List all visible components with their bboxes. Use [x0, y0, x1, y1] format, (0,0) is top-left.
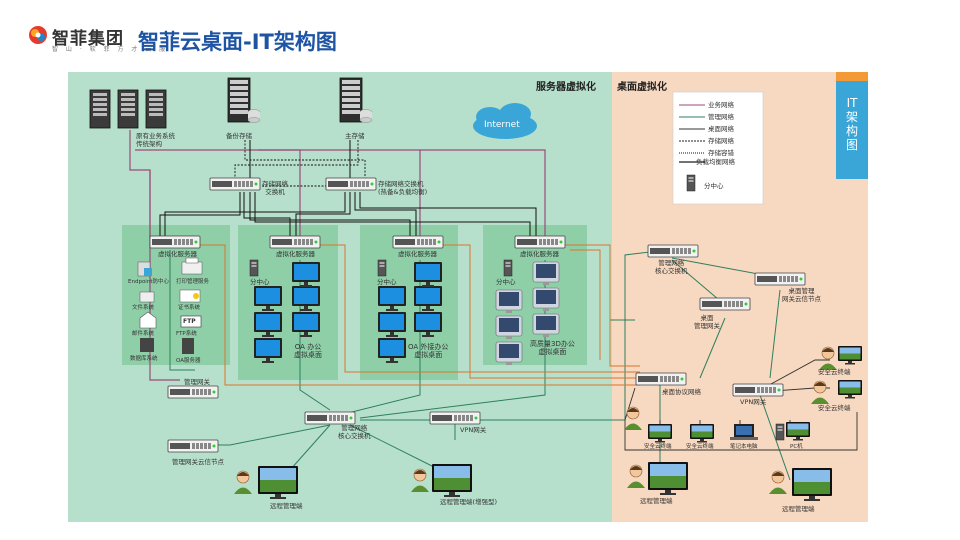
desktop-gateway-icon [699, 297, 751, 311]
internet-label: Internet [484, 120, 520, 130]
remote-mgmt-label: 远程管理端 [270, 502, 303, 510]
legend-label: 存储容错 [708, 149, 734, 157]
laptop-icon [730, 424, 758, 440]
database-system-label: 数据库系统 [130, 356, 158, 362]
virtualization-server-icon [514, 235, 566, 249]
desktop-monitor-icon [532, 287, 560, 312]
storage-dashed-lines [234, 140, 366, 187]
storage-switch-icon [325, 177, 377, 191]
endpoint-label: Endpoint防中心 [128, 279, 169, 285]
sub-center-label: 分中心 [250, 278, 270, 286]
desktop-protocol-lines [200, 244, 640, 386]
legend-label: 负载均衡网络 [696, 158, 735, 166]
virt-server-label: 虚拟化服务器 [276, 250, 315, 258]
legend-label: 业务网络 [708, 101, 734, 109]
pc-tower-icon [775, 423, 785, 441]
sub-center-icon [503, 259, 513, 277]
legacy-server-icon [145, 89, 167, 129]
vpn-gateway-icon [429, 411, 481, 425]
virt-server-label: 虚拟化服务器 [520, 250, 559, 258]
brand-name: 智菲集团 [52, 29, 124, 49]
storage-switch-icon [209, 177, 261, 191]
legend-label: 存储网络 [708, 137, 734, 145]
file-system-label: 文件系统 [132, 305, 155, 311]
storage-network-lines [159, 140, 537, 238]
legend-domain-controller: 分中心 [704, 182, 724, 190]
desktop-virtualization-label: 桌面虚拟化 [617, 82, 667, 93]
print-server-label: 打印管理服务 [176, 279, 210, 285]
remote-mgmt-label: 远程管理端 [640, 497, 673, 505]
sub-center-label: 分中心 [377, 278, 397, 286]
legacy-label: 原有业务系统 传统架构 [136, 132, 175, 148]
desktop-protocol-label: 桌面协议网络 [662, 388, 701, 396]
oa-system-label: OA服务器 [176, 358, 201, 364]
virt-server-label: 虚拟化服务器 [158, 250, 197, 258]
desktop-monitor-icon [532, 261, 560, 286]
storage-switch-label: 存储网络 交换机 [262, 180, 288, 196]
hq-3d-desktop-label: 高质量3D办公 虚拟桌面 [530, 340, 575, 356]
legend-lines [679, 104, 705, 163]
management-core-switch-icon [304, 411, 356, 425]
cert-system-label: 证书系统 [178, 305, 201, 311]
brand-subtitle: 智 山 · 软 菲 方 才 云 服 [52, 46, 169, 53]
gateway-node-icon [167, 439, 219, 453]
domain-controller-legend-icon [686, 174, 696, 192]
virt-server-label: 虚拟化服务器 [398, 250, 437, 258]
sub-center-label: 分中心 [496, 278, 516, 286]
vpn-gateway-icon [732, 383, 784, 397]
oa-lan-desktop-label: OA 外接办公 虚拟桌面 [408, 343, 449, 359]
logo-icon [29, 26, 47, 44]
ftp-system-label: FTP系统 [176, 331, 197, 337]
remote-mgmt-enhanced-label: 远程管理端(增强型) [440, 498, 498, 506]
remote-mgmt-label: 远程管理端 [782, 505, 815, 513]
legend-label: 桌面网络 [708, 125, 734, 133]
main-storage-label: 主存储 [345, 132, 365, 140]
terminal-label: 安全云终端 [686, 444, 714, 450]
side-tab [836, 72, 868, 179]
legacy-server-icon [89, 89, 111, 129]
desktop-monitor-icon [495, 289, 523, 314]
oa-desktop-label: OA 办公 虚拟桌面 [294, 343, 322, 359]
service-icons [137, 257, 203, 354]
legend-label: 管理网络 [708, 113, 734, 121]
desktop-gateway-label: 桌面 管理网关 [694, 314, 720, 330]
backup-storage-label: 备份存储 [226, 132, 252, 140]
desktop-core-switch-label: 管理网络 核心交换机 [655, 259, 688, 275]
secure-terminal-label: 安全云终端 [818, 368, 851, 376]
management-gateway-icon [167, 385, 219, 399]
desktop-gateway-node-label: 桌面管理 网关云信节点 [782, 287, 821, 303]
vpn-gateway-label: VPN网关 [460, 426, 487, 434]
desktop-monitor-icon [532, 313, 560, 338]
virtualization-server-icon [392, 235, 444, 249]
laptop-label: 笔记本电脑 [730, 444, 758, 450]
secure-terminal-label: 安全云终端 [818, 404, 851, 412]
sub-center-icon [249, 259, 259, 277]
side-tab-label: IT架构图 [845, 96, 858, 152]
legacy-server-icon [117, 89, 139, 129]
internet-cloud-icon [473, 103, 537, 139]
desktop-gateway-node-icon [754, 272, 806, 286]
virtualization-server-icon [269, 235, 321, 249]
virtualization-server-icon [149, 235, 201, 249]
sub-center-icon [377, 259, 387, 277]
desktop-protocol-gateway-icon [635, 372, 687, 386]
desktop-core-switch-icon [647, 244, 699, 258]
terminal-label: 安全云终端 [644, 444, 672, 450]
server-virtualization-label: 服务器虚拟化 [536, 82, 596, 93]
page-title: 智菲云桌面-IT架构图 [138, 30, 337, 54]
mail-system-label: 邮件系统 [132, 331, 155, 337]
vpn-gateway-right-label: VPN网关 [740, 398, 767, 406]
storage-switch-label: 存储网络交换机 (热备&负载均衡) [378, 180, 428, 196]
mgmt-core-switch-label: 管理网络 核心交换机 [338, 424, 371, 440]
desktop-monitor-icon [495, 341, 523, 366]
gateway-node-label: 管理网关云信节点 [172, 458, 224, 466]
desktop-monitor-icon [495, 315, 523, 340]
pc-label: PC机 [790, 444, 803, 450]
mgmt-gateway-label: 管理网关 [184, 378, 210, 386]
ftp-icon-label: FTP [183, 318, 196, 325]
